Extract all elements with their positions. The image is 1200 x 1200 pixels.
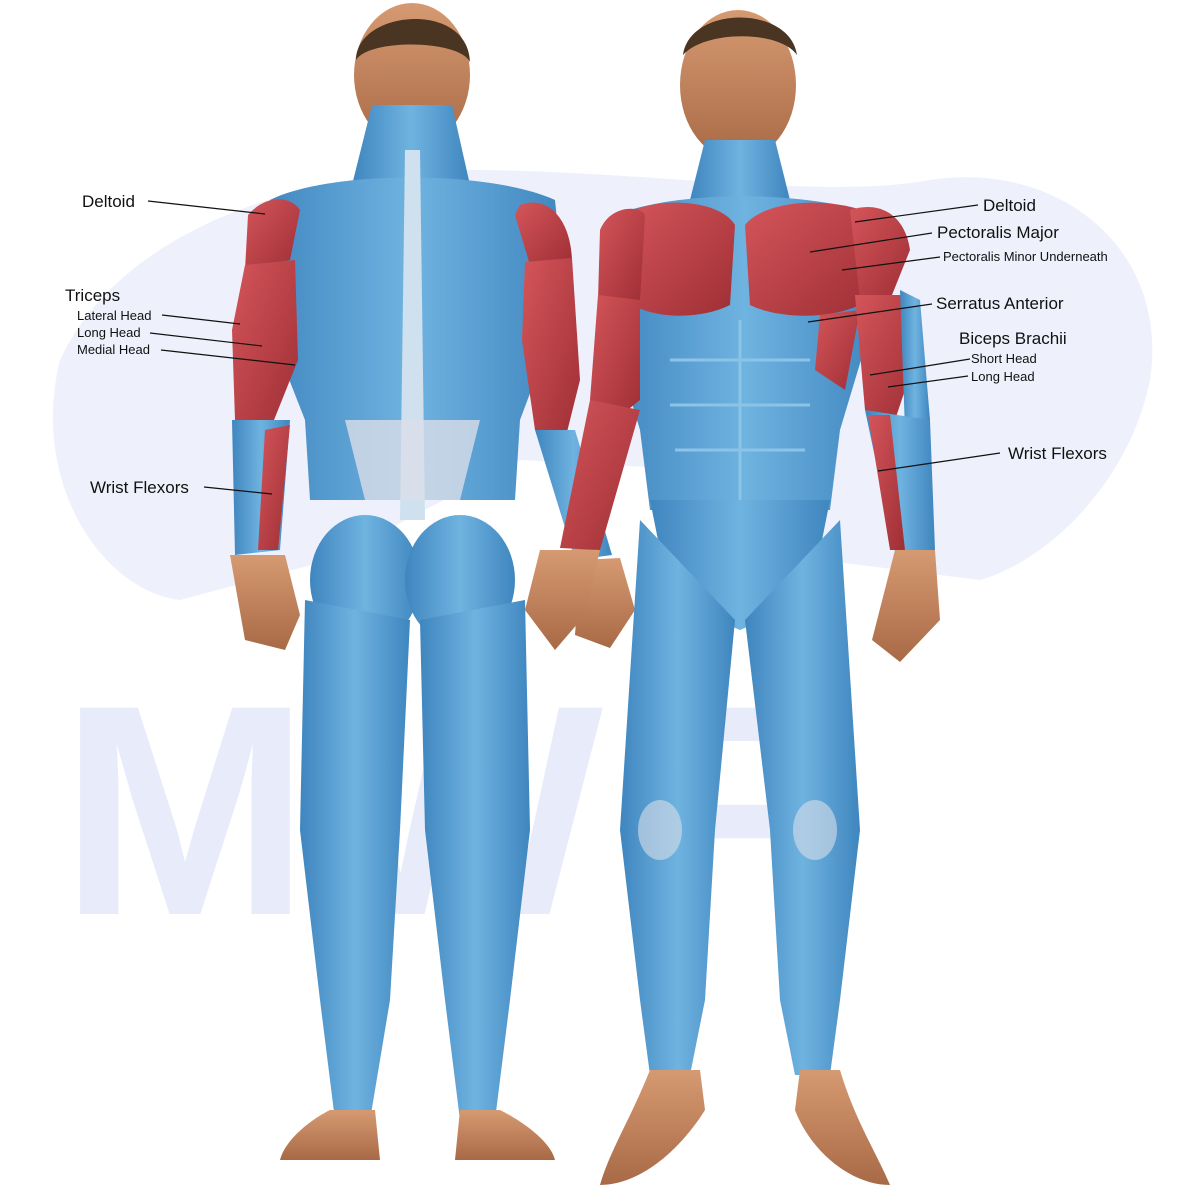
front-serratus: [815, 310, 860, 390]
leader-lines: [147, 200, 1001, 495]
label-back-triceps-long-head: Long Head: [77, 325, 141, 340]
front-knee-left: [638, 800, 682, 860]
label-front-biceps-long-head: Long Head: [971, 369, 1035, 384]
back-neck: [352, 105, 470, 185]
line-back-triceps-lateral: [161, 314, 241, 325]
label-back-triceps: Triceps: [65, 286, 121, 305]
front-deltoid-right: [850, 206, 910, 300]
label-back-wrist-flexors: Wrist Flexors: [90, 478, 189, 497]
line-front-wrist-flexors: [877, 452, 1001, 472]
label-front-biceps-short-head: Short Head: [971, 351, 1037, 366]
line-back-triceps-medial: [160, 349, 296, 366]
front-forearm-left: [560, 400, 640, 550]
front-hair: [683, 17, 797, 55]
front-pectoral-right: [745, 202, 875, 316]
back-forearm-left-flexor: [258, 425, 290, 550]
front-foot-right: [795, 1070, 890, 1185]
back-figure: [230, 3, 635, 1160]
label-back-triceps-lateral-head: Lateral Head: [77, 308, 152, 323]
label-front-pectoralis-major: Pectoralis Major: [937, 223, 1059, 242]
line-back-deltoid: [147, 200, 266, 215]
front-leg-right: [745, 520, 860, 1075]
front-pectoral-left: [622, 202, 735, 316]
line-front-deltoid: [854, 204, 979, 223]
back-deltoid-left: [245, 199, 300, 270]
line-back-triceps-long: [149, 332, 263, 347]
back-triceps-left: [232, 260, 298, 430]
label-front-biceps-brachii: Biceps Brachii: [959, 329, 1067, 348]
front-hand-right: [872, 550, 940, 662]
back-hand-left: [230, 555, 300, 650]
front-upperarm-left: [590, 295, 640, 420]
front-figure: [525, 10, 940, 1185]
line-front-biceps-short: [869, 358, 971, 376]
front-deltoid-left: [598, 208, 645, 300]
front-foot-left: [600, 1070, 705, 1185]
front-knee-right: [793, 800, 837, 860]
label-back-triceps-medial-head: Medial Head: [77, 342, 150, 357]
back-hair: [356, 18, 470, 62]
front-forearm-right-flexor: [868, 415, 905, 550]
front-triceps-right: [900, 290, 930, 430]
front-leg-left: [620, 520, 735, 1075]
back-triceps-right: [522, 258, 580, 440]
back-deltoid-right: [515, 202, 572, 265]
line-front-pec-major: [809, 232, 933, 253]
label-front-wrist-flexors: Wrist Flexors: [1008, 444, 1107, 463]
line-front-pec-minor: [841, 256, 941, 271]
label-front-deltoid: Deltoid: [983, 196, 1036, 215]
label-back-deltoid: Deltoid: [82, 192, 135, 211]
front-hand-left: [525, 550, 600, 650]
line-back-wrist-flexors: [203, 486, 273, 495]
front-neck: [690, 140, 790, 200]
label-front-pectoralis-minor: Pectoralis Minor Underneath: [943, 249, 1108, 264]
front-biceps-right: [855, 295, 915, 420]
front-head: [680, 10, 796, 160]
back-foot-right: [455, 1110, 555, 1160]
line-front-serratus: [807, 303, 933, 323]
label-front-serratus-anterior: Serratus Anterior: [936, 294, 1064, 313]
back-lumbar: [345, 420, 480, 500]
back-foot-left: [280, 1110, 380, 1160]
line-front-biceps-long: [887, 375, 969, 388]
back-leg-right: [420, 600, 530, 1120]
back-leg-left: [300, 600, 410, 1120]
